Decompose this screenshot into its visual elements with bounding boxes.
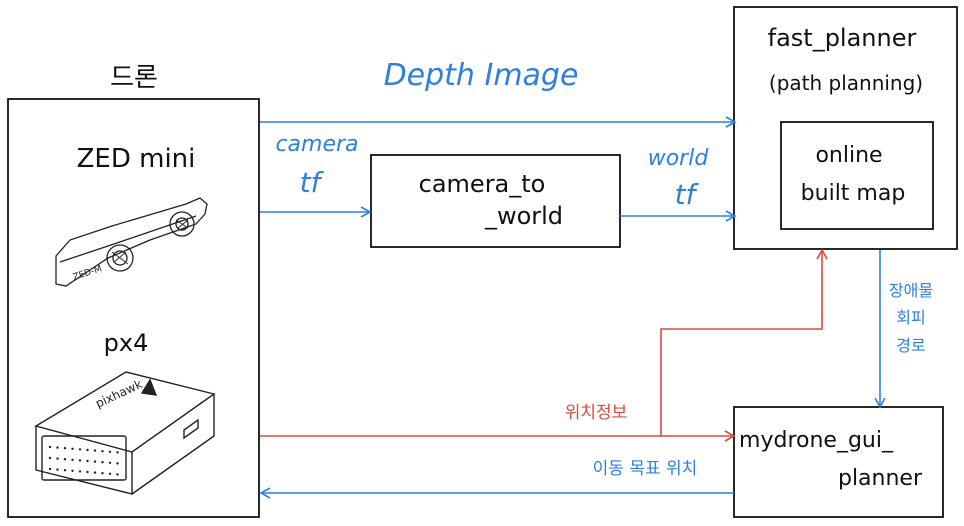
- gui-planner-box: [733, 406, 944, 518]
- pixhawk-ports: [48, 445, 119, 476]
- zed-camera-text: ZED-M: [72, 264, 103, 283]
- pixhawk-port-dot: [78, 459, 82, 462]
- camera-tf-label-1: camera: [275, 132, 358, 157]
- pixhawk-port-dot: [56, 457, 59, 460]
- pixhawk-port-dot: [86, 470, 89, 474]
- depth-image-label: Depth Image: [384, 58, 579, 93]
- pixhawk-port-dot: [78, 448, 82, 451]
- world-tf-label-1: world: [648, 146, 710, 171]
- pixhawk-port-dot: [56, 446, 59, 449]
- pixhawk-port-dot: [48, 456, 52, 460]
- pixhawk-port-dot: [108, 461, 112, 464]
- camera-tf-label-2: tf: [300, 166, 325, 199]
- pixhawk-port-dot: [101, 472, 104, 475]
- pixhawk-port-dot: [93, 460, 97, 463]
- pixhawk-port-dot: [48, 467, 52, 471]
- pixhawk-port-dot: [101, 450, 104, 453]
- avoidance-label-1: 장애물: [889, 281, 933, 300]
- zed-camera-image: ZED-M: [55, 197, 208, 287]
- pixhawk-port-dot: [71, 469, 74, 472]
- drone-title: 드론: [110, 63, 158, 93]
- px4-label: px4: [104, 329, 149, 357]
- online-map-box: [780, 121, 934, 230]
- pixhawk-port-dot: [93, 449, 97, 452]
- pixhawk-port-dot: [71, 447, 74, 450]
- pixhawk-port-dot: [116, 451, 119, 454]
- pixhawk-port-dot: [108, 450, 112, 453]
- zed-mini-label: ZED mini: [77, 144, 196, 174]
- pixhawk-port-dot: [116, 473, 119, 476]
- fast-planner-line1: fast_planner: [768, 24, 917, 52]
- pixhawk-port-dot: [63, 469, 67, 472]
- pixhawk-port-dot: [48, 445, 52, 449]
- online-map-line1: online: [815, 143, 882, 168]
- camera-to-world-line2: _world: [484, 202, 563, 230]
- pixhawk-port-dot: [108, 472, 112, 475]
- pixhawk-port-dot: [56, 468, 59, 471]
- fast-planner-box: [733, 6, 958, 250]
- pixhawk-port-dot: [116, 462, 119, 465]
- pixhawk-port-dot: [86, 448, 89, 452]
- pixhawk-port-dot: [101, 461, 104, 464]
- drone-box: [7, 98, 260, 518]
- pixhawk-port-dot: [63, 447, 67, 450]
- pixhawk-image: pixhawk: [34, 371, 216, 495]
- pixhawk-port-dot: [86, 459, 89, 463]
- pixhawk-port-dot: [71, 458, 74, 461]
- camera-to-world-box: [370, 154, 621, 248]
- fast-planner-line2: (path planning): [769, 71, 923, 95]
- avoidance-label-2: 회피: [896, 308, 925, 327]
- gui-planner-line2: planner: [838, 466, 923, 491]
- position-info-branch-arrow: [660, 248, 828, 436]
- world-tf-label-2: tf: [675, 178, 700, 211]
- pixhawk-text: pixhawk: [93, 377, 144, 411]
- pixhawk-port-dot: [93, 471, 97, 474]
- camera-to-world-line1: camera_to: [419, 170, 546, 198]
- pixhawk-port-dot: [78, 470, 82, 473]
- pixhawk-port-dot: [63, 458, 67, 461]
- goal-position-label: 이동 목표 위치: [593, 459, 698, 479]
- online-map-line2: built map: [801, 181, 906, 206]
- gui-planner-line1: mydrone_gui_: [739, 428, 894, 453]
- position-info-label: 위치정보: [565, 403, 628, 423]
- avoidance-label-3: 경로: [896, 336, 925, 355]
